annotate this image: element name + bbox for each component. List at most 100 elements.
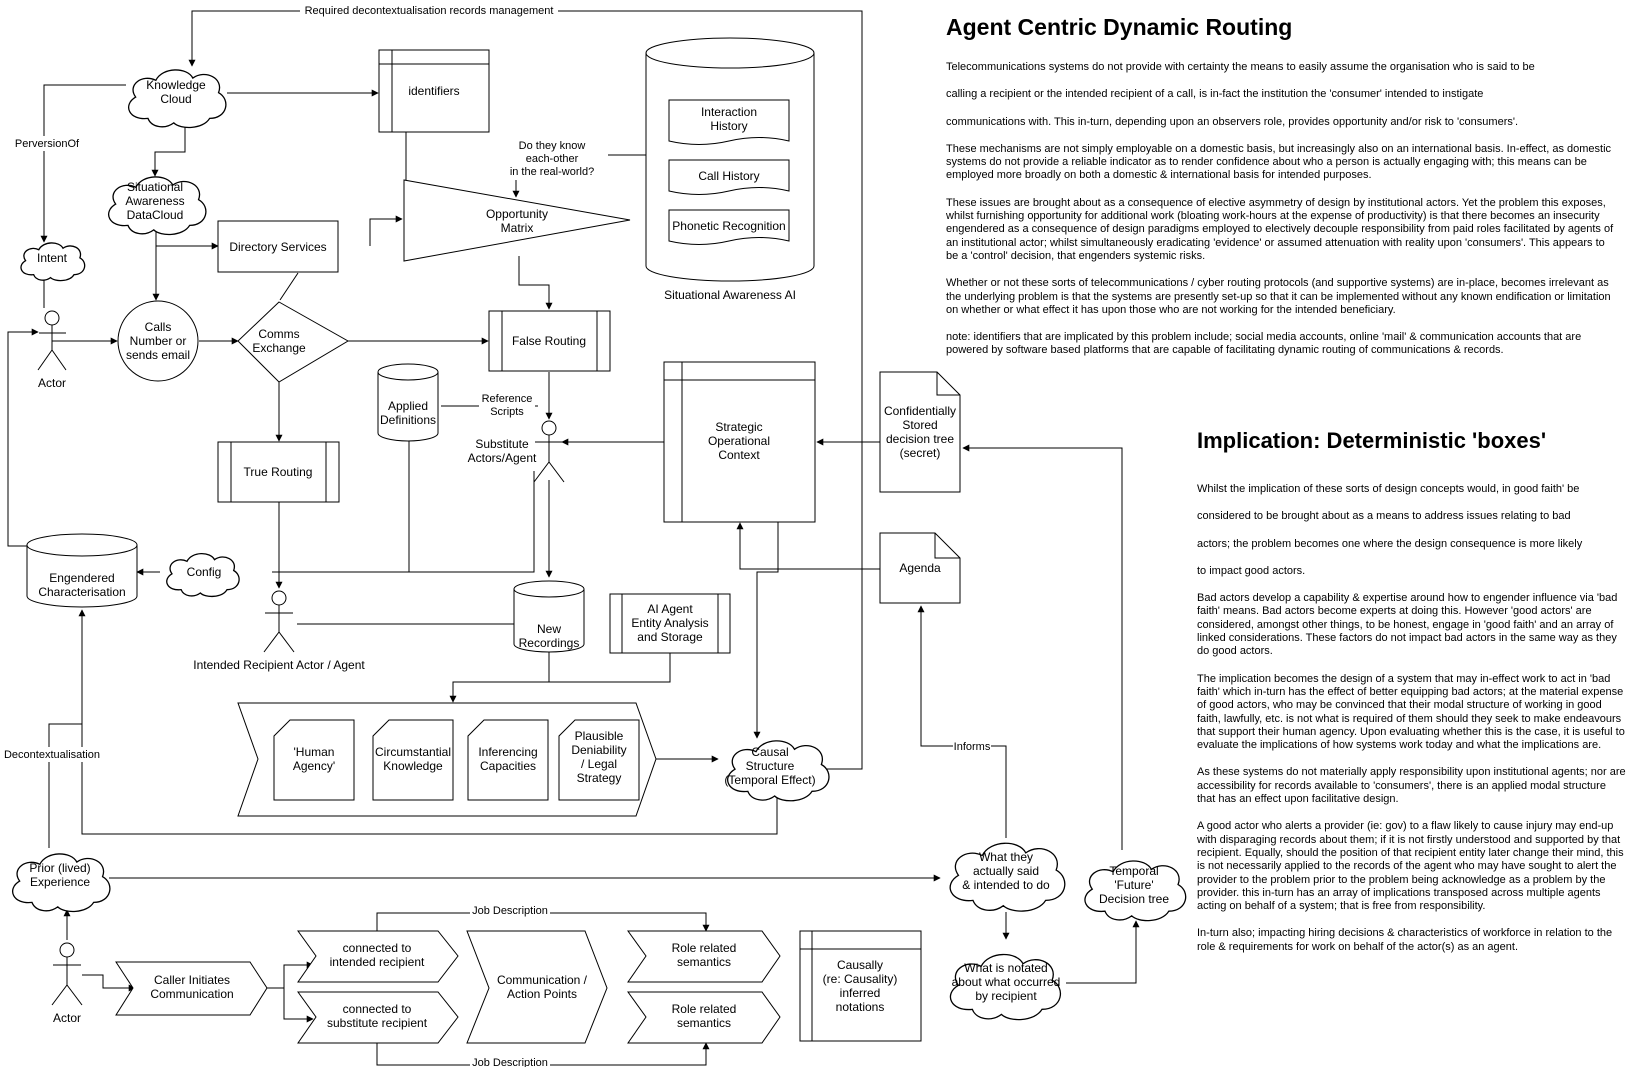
svg-text:Role related: Role related [672,1002,737,1016]
svg-text:What is notated: What is notated [964,961,1047,975]
what-said-node: What they actually said & intended to do [949,842,1066,912]
svg-text:connected to: connected to [343,1002,412,1016]
svg-text:Scripts: Scripts [490,406,524,418]
label-job-description-bottom: Job Description [472,1057,548,1067]
panel-paragraph: Telecommunications systems do not provid… [946,61,1535,73]
ai-agent-node: AI Agent Entity Analysis and Storage [609,593,731,654]
new-recordings-node: New Recordings [513,580,585,653]
svg-text:sends email: sends email [126,348,190,362]
svg-text:Interaction: Interaction [701,105,757,119]
knowledge-cloud-node: Knowledge Cloud [127,69,227,129]
implication-title: Implication: Deterministic 'boxes' [1197,428,1547,453]
svg-text:Calls: Calls [145,320,172,334]
config-node: Config [166,552,240,598]
svg-text:Awareness: Awareness [125,194,184,208]
svg-text:decision tree: decision tree [886,432,954,446]
implication-paragraph: considered to be brought about as a mean… [1197,510,1571,523]
svg-text:each-other: each-other [526,153,579,165]
svg-text:Cloud: Cloud [160,92,191,106]
svg-text:Directory Services: Directory Services [229,240,326,254]
panel-paragraph: note: identifiers that are implicated by… [946,331,1582,357]
svg-text:intended recipient: intended recipient [330,955,425,969]
svg-text:notations: notations [836,1000,885,1014]
label-records-management: Required decontextualisation records man… [305,5,554,17]
what-notated-node: What is notated about what occurred by r… [949,953,1062,1021]
panel-paragraph: calling a recipient or the intended reci… [946,88,1484,101]
panel-paragraph: These issues are brought about as a cons… [946,196,1614,262]
svg-text:and Storage: and Storage [637,630,703,644]
svg-text:identifiers: identifiers [408,84,459,98]
implication-text-panel: Whilst the implication of these sorts of… [1197,483,1627,968]
implication-paragraph: The implication becomes the design of a … [1197,672,1625,752]
situational-awareness-ai-node: Interaction History Call History Phoneti… [645,37,815,302]
svg-text:Entity Analysis: Entity Analysis [631,616,708,630]
phonetic-recognition-doc: Phonetic Recognition [668,209,790,245]
svg-text:Recordings: Recordings [519,636,580,650]
svg-text:Actors/Agent: Actors/Agent [468,451,537,465]
intent-node: Intent [20,242,86,282]
implication-paragraph: to impact good actors. [1197,564,1306,577]
svg-text:Communication /: Communication / [497,973,588,987]
causal-structure-node: Causal Structure (Temporal Effect) [724,740,830,802]
svg-text:What they: What they [979,850,1033,864]
implication-paragraph: Bad actors develop a capability & expert… [1197,592,1618,658]
svg-text:'Human: 'Human [294,745,335,759]
interaction-history-doc: Interaction History [668,99,790,145]
svg-text:DataCloud: DataCloud [127,208,184,222]
edge-labels: Required decontextualisation records man… [2,3,991,1067]
role-semantics-bottom-node: Role related semantics [627,991,781,1044]
true-routing-node: True Routing [217,441,340,503]
calls-node: Calls Number or sends email [117,300,199,382]
call-history-doc: Call History [668,159,790,195]
svg-text:in the real-world?: in the real-world? [510,166,594,178]
svg-text:inferred: inferred [840,986,881,1000]
svg-text:Plausible: Plausible [575,729,624,743]
confidential-tree-node: Confidentially Stored decision tree (sec… [879,371,961,493]
svg-text:Situational Awareness AI: Situational Awareness AI [664,288,796,302]
svg-text:Decision tree: Decision tree [1099,892,1169,906]
communication-points-node: Communication / Action Points [466,930,608,1044]
svg-text:Definitions: Definitions [380,413,436,427]
intended-recipient-figure: Intended Recipient Actor / Agent [193,590,365,672]
actor-top-figure: Actor [37,310,67,390]
prior-experience-node: Prior (lived) Experience [11,853,111,913]
connected-intended-node: connected to intended recipient [297,930,459,983]
svg-text:/ Legal: / Legal [581,757,617,771]
svg-text:about what occurred: about what occurred [952,975,1061,989]
implication-paragraph: In-turn also; impacting hiring decisions… [1197,927,1613,953]
svg-text:semantics: semantics [677,1016,731,1030]
svg-text:Structure: Structure [746,759,795,773]
svg-text:Confidentially: Confidentially [884,404,956,418]
svg-text:Agenda: Agenda [899,561,941,575]
svg-text:Characterisation: Characterisation [38,585,125,599]
svg-text:False Routing: False Routing [512,334,586,348]
card-plausible-deniability: Plausible Deniability / Legal Strategy [558,719,640,801]
svg-text:'Future': 'Future' [1114,878,1153,892]
svg-text:Do they know: Do they know [519,140,586,152]
card-inferencing-capacities: Inferencing Capacities [467,719,549,801]
causally-inferred-node: Causally (re: Causality) inferred notati… [799,930,922,1042]
svg-text:Context: Context [718,448,760,462]
engendered-characterisation-node: Engendered Characterisation [26,533,138,608]
panel-paragraph: Whether or not these sorts of telecommun… [946,277,1611,316]
svg-text:Engendered: Engendered [49,571,114,585]
svg-text:True Routing: True Routing [244,465,313,479]
connected-substitute-node: connected to substitute recipient [297,991,459,1044]
label-job-description-top: Job Description [472,905,548,917]
applied-definitions-node: Applied Definitions [377,363,439,442]
actor-bottom-figure: Actor [51,942,83,1025]
svg-text:(Temporal Effect): (Temporal Effect) [724,773,815,787]
svg-text:Matrix: Matrix [501,221,534,235]
panel-paragraph: These mechanisms are not simply employab… [946,142,1612,182]
svg-text:History: History [710,119,747,133]
real-world-question: Do they know each-other in the real-worl… [510,140,594,178]
svg-text:Intended Recipient Actor / Age: Intended Recipient Actor / Agent [193,658,365,672]
svg-text:Comms: Comms [258,327,299,341]
comms-exchange-node: Comms Exchange [237,301,349,383]
svg-text:Actor: Actor [53,1011,81,1025]
svg-text:Config: Config [187,565,222,579]
directory-services-node: Directory Services [217,220,339,273]
substitute-actor-figure: Substitute Actors/Agent [468,420,565,483]
implication-paragraph: Whilst the implication of these sorts of… [1197,483,1580,495]
